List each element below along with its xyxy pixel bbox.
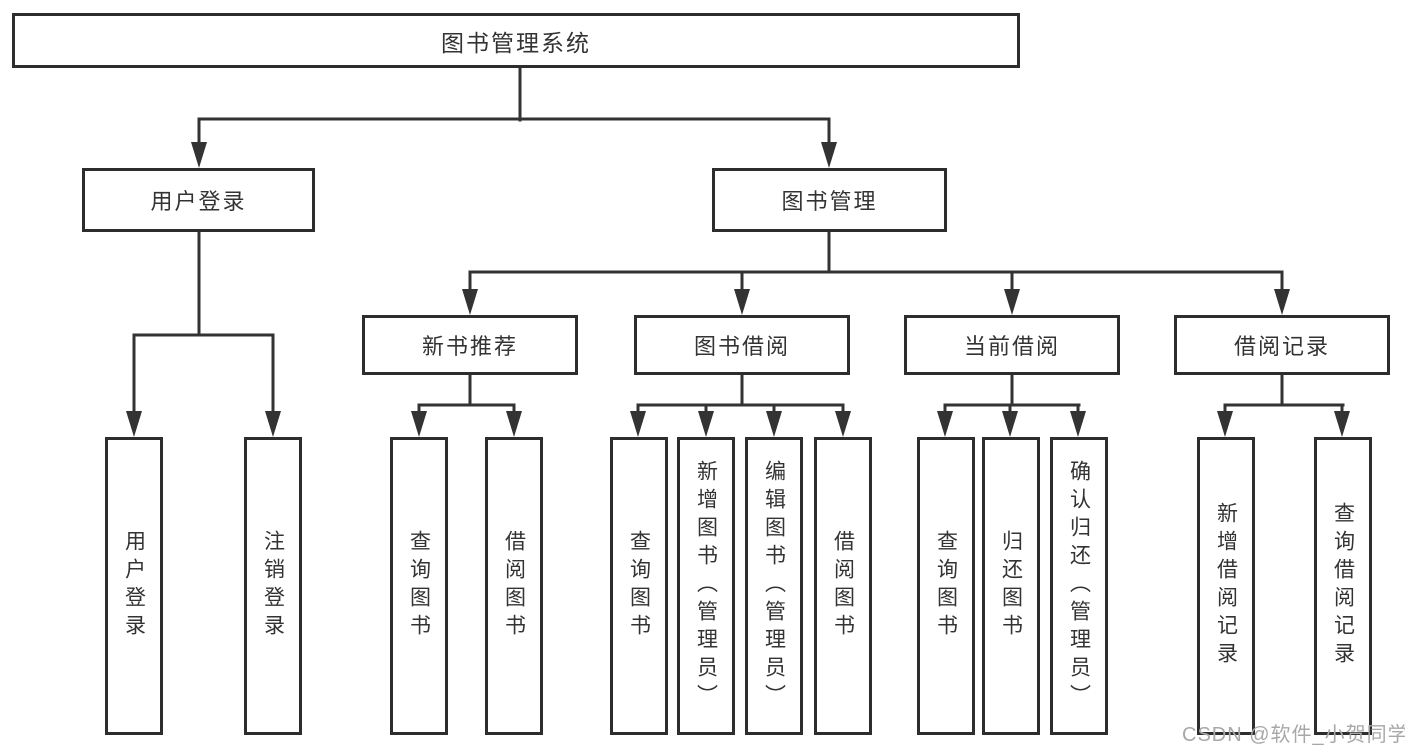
leaf-label: 确认归还（管理员） [1067, 460, 1091, 712]
leaf-current-confirm-return-admin: 确认归还（管理员） [1050, 437, 1108, 735]
leaf-records-query-record: 查询借阅记录 [1314, 437, 1372, 735]
leaf-label: 编辑图书（管理员） [762, 460, 786, 712]
leaf-label: 借阅图书 [831, 530, 855, 642]
node-borrowing-records: 借阅记录 [1174, 315, 1390, 375]
leaf-borrowing-add-books-admin: 新增图书（管理员） [677, 437, 735, 735]
leaf-records-add-record: 新增借阅记录 [1197, 437, 1255, 735]
leaf-label: 查询图书 [627, 530, 651, 642]
leaf-label: 查询借阅记录 [1331, 502, 1355, 670]
node-user-login: 用户登录 [82, 168, 315, 232]
node-label: 图书管理 [781, 189, 878, 214]
leaf-borrowing-query-books: 查询图书 [610, 437, 668, 735]
node-book-management: 图书管理 [712, 168, 947, 232]
leaf-current-query-books: 查询图书 [917, 437, 975, 735]
node-label: 图书借阅 [693, 334, 790, 359]
node-root-system: 图书管理系统 [12, 13, 1020, 68]
node-label: 新书推荐 [421, 334, 518, 359]
leaf-label: 新增图书（管理员） [694, 460, 718, 712]
node-current-borrowing: 当前借阅 [904, 315, 1120, 375]
leaf-borrowing-edit-books-admin: 编辑图书（管理员） [745, 437, 803, 735]
leaf-newbook-query-books: 查询图书 [390, 437, 448, 735]
leaf-label: 注销登录 [261, 530, 285, 642]
leaf-label: 用户登录 [122, 530, 146, 642]
leaf-user-login: 用户登录 [105, 437, 163, 735]
node-label: 用户登录 [150, 189, 247, 214]
node-label: 借阅记录 [1233, 334, 1330, 359]
leaf-label: 查询图书 [934, 530, 958, 642]
node-label: 当前借阅 [963, 334, 1060, 359]
arrowheads [126, 142, 1350, 437]
leaf-logout: 注销登录 [244, 437, 302, 735]
leaf-label: 查询图书 [407, 530, 431, 642]
leaf-label: 归还图书 [999, 530, 1023, 642]
node-book-borrowing: 图书借阅 [634, 315, 850, 375]
leaf-borrowing-borrow-books: 借阅图书 [814, 437, 872, 735]
node-label: 图书管理系统 [441, 29, 591, 56]
leaf-current-return-books: 归还图书 [982, 437, 1040, 735]
leaf-label: 借阅图书 [502, 530, 526, 642]
leaf-label: 新增借阅记录 [1214, 502, 1238, 670]
csdn-watermark: CSDN @软件_小贺同学 [1182, 724, 1405, 746]
leaf-newbook-borrow-books: 借阅图书 [485, 437, 543, 735]
edge-segments [132, 66, 1345, 416]
node-new-book-recommend: 新书推荐 [362, 315, 578, 375]
